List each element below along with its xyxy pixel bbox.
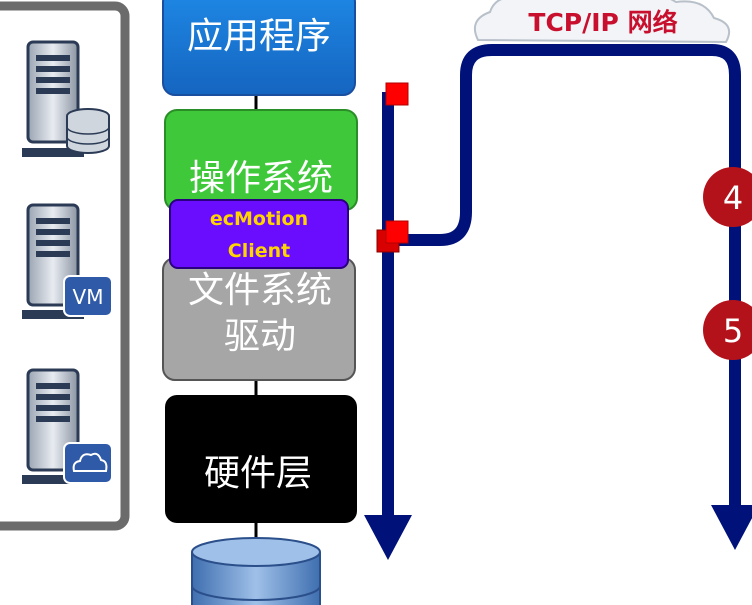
cloud-icon xyxy=(474,0,730,44)
network-flow-arrow xyxy=(390,44,752,550)
network-cloud: TCP/IP 网络 xyxy=(474,0,730,44)
ecmotion-client-layer: ecMotion Client xyxy=(169,199,349,269)
step-5-badge: 5 xyxy=(703,300,752,360)
step-4-badge: 4 xyxy=(703,167,752,227)
server-vm-icon: VM xyxy=(22,203,113,319)
intercept-marker-middle xyxy=(385,220,409,244)
client-label-line2: Client xyxy=(228,240,290,262)
network-label: TCP/IP 网络 xyxy=(528,8,677,37)
vm-badge-text: VM xyxy=(73,285,104,309)
storage-cylinder-icon xyxy=(191,537,321,605)
intercept-marker-top xyxy=(385,82,409,106)
application-label: 应用程序 xyxy=(187,16,331,57)
filesystem-label-line2: 驱动 xyxy=(224,316,296,357)
client-label-line1: ecMotion xyxy=(210,208,308,230)
server-cloud-icon xyxy=(22,368,113,484)
os-layer: 操作系统 xyxy=(164,109,358,211)
server-disk-icon xyxy=(22,40,110,157)
step-4-number: 4 xyxy=(723,179,743,217)
local-flow-arrow xyxy=(364,92,412,560)
os-label: 操作系统 xyxy=(189,158,333,199)
step-5-number: 5 xyxy=(723,312,743,350)
filesystem-label-line1: 文件系统 xyxy=(188,270,332,311)
hardware-label: 硬件层 xyxy=(204,453,312,494)
filesystem-driver-layer: 文件系统 驱动 xyxy=(162,257,356,381)
application-layer: 应用程序 xyxy=(162,0,356,96)
hardware-layer: 硬件层 xyxy=(165,395,357,523)
